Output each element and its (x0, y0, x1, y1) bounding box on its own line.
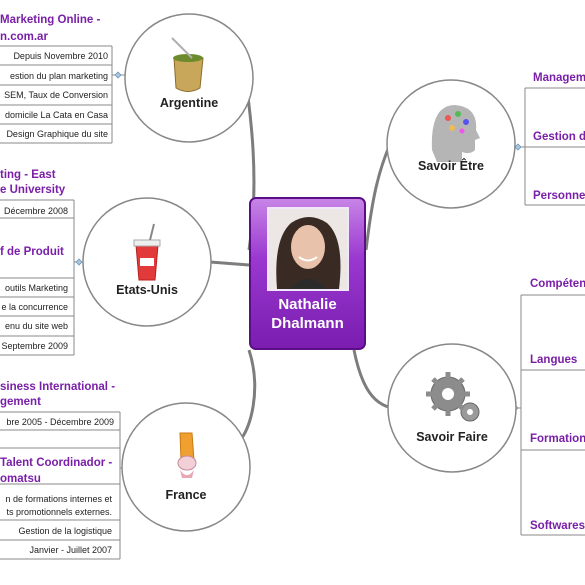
france-title-line2: gement (0, 396, 41, 408)
etats-unis-item-3: e la concurrence (1, 302, 68, 312)
france-title-line1: siness International - (0, 381, 116, 393)
savoir-etre-item-3: Personnel (533, 190, 585, 202)
etats-unis-title-line1: ting - East (0, 169, 56, 181)
france-role-line2: omatsu (0, 473, 41, 485)
argentine-item-3: SEM, Taux de Conversion (4, 90, 108, 100)
savoir-faire-label: Savoir Faire (416, 430, 488, 444)
argentine-item-5: Design Graphique du site (6, 129, 108, 139)
savoir-faire-item-1: Compéten (530, 278, 585, 290)
france-role-line1: Talent Coordinador - (0, 457, 113, 469)
france-label: France (165, 488, 207, 502)
gears-icon (426, 372, 480, 422)
etats-unis-item-4: enu du site web (4, 321, 68, 331)
head-profile-icon (431, 105, 480, 162)
france-item-5: Janvier - Juillet 2007 (29, 545, 112, 555)
etats-unis-label: Etats-Unis (116, 283, 178, 297)
france-item-4: Gestion de la logistique (18, 526, 112, 536)
portrait-icon (269, 209, 347, 289)
argentine-item-2: estion du plan marketing (9, 71, 108, 81)
savoir-faire-item-3: Formation (530, 433, 585, 445)
argentine-title-line2: n.com.ar (0, 31, 48, 43)
argentine-title-line1: Marketing Online - (0, 14, 101, 26)
etats-unis-title-line2: e University (0, 184, 66, 196)
center-name-line1: Nathalie (278, 296, 337, 313)
savoir-etre-item-1: Managem (533, 72, 585, 84)
savoir-etre-label: Savoir Être (417, 159, 484, 173)
etats-unis-item-2: outils Marketing (4, 283, 68, 293)
etats-unis-role: f de Produit (0, 246, 64, 258)
etats-unis-item-5: Septembre 2009 (1, 341, 68, 351)
argentine-item-1: Depuis Novembre 2010 (13, 51, 108, 61)
mate-cup-icon (171, 37, 204, 92)
argentine-item-4: domicile La Cata en Casa (4, 110, 108, 120)
center-name: Nathalie Dhalmann (249, 295, 366, 333)
france-item-3: ts promotionnels externes. (6, 507, 112, 517)
egg-cup-icon (177, 432, 197, 478)
savoir-faire-item-2: Langues (530, 354, 578, 366)
france-item-2: n de formations internes et (5, 494, 112, 504)
etats-unis-item-1: Décembre 2008 (3, 206, 68, 216)
savoir-etre-item-2: Gestion d (533, 131, 585, 143)
france-item-1: bre 2005 - Décembre 2009 (6, 417, 114, 427)
savoir-faire-item-4: Softwares (530, 520, 585, 532)
center-name-line2: Dhalmann (271, 315, 344, 332)
profile-photo (267, 207, 349, 291)
argentine-label: Argentine (159, 96, 219, 110)
soda-cup-icon (133, 223, 161, 281)
